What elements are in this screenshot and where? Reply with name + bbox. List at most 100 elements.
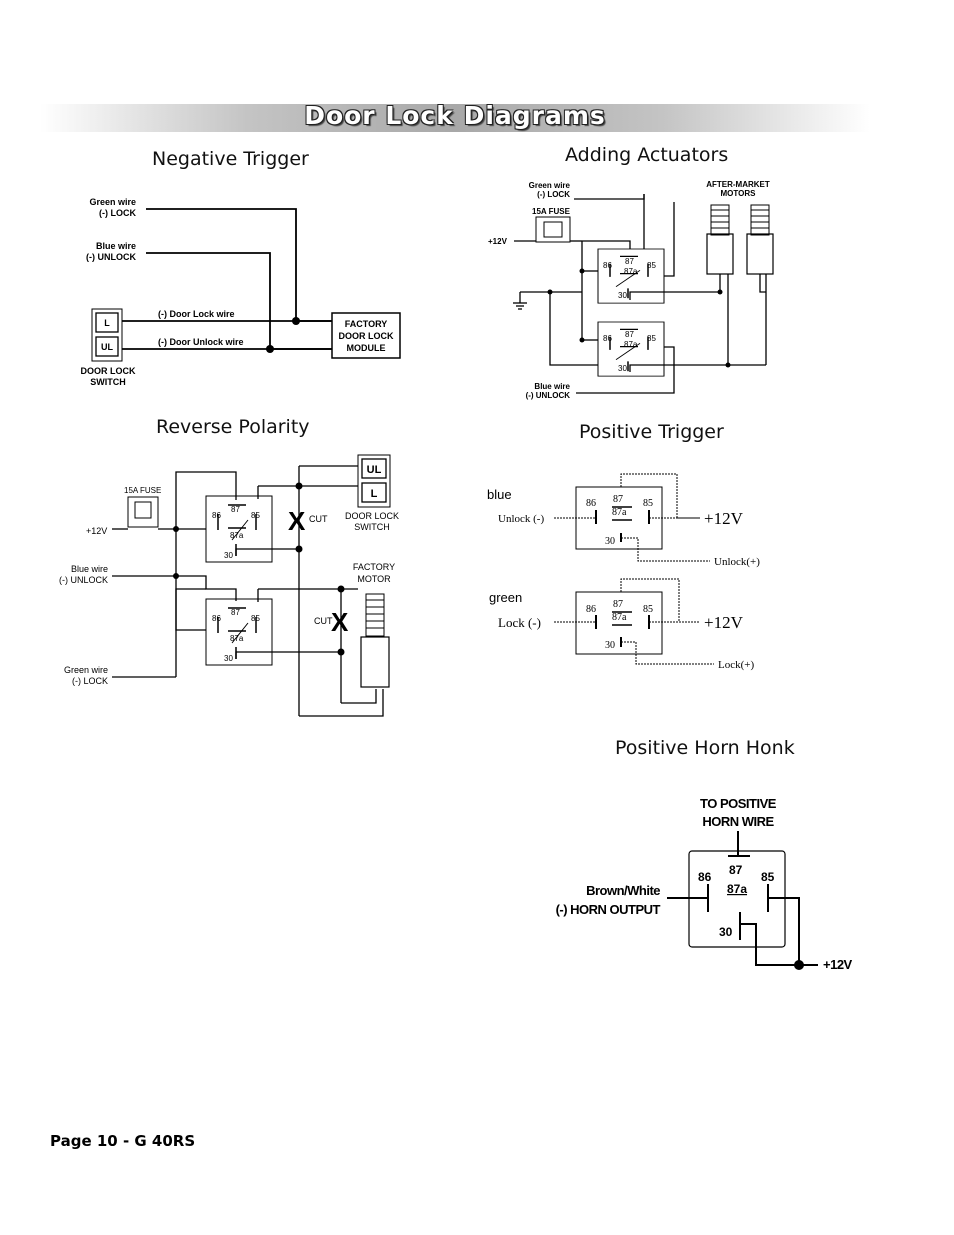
nt-door-lock-wire-label: (-) Door Lock wire — [158, 309, 235, 319]
ph-relay-87a: 87a — [727, 882, 747, 896]
pt-r2-85: 85 — [643, 604, 653, 615]
aa-blue-wire-label: Blue wire — [534, 382, 570, 391]
rp-switch-line2: SWITCH — [354, 522, 390, 532]
ph-plus12-label: +12V — [823, 957, 853, 972]
rp-cut-label-1: CUT — [309, 514, 328, 524]
aa-r1-87a: 87a — [624, 267, 638, 276]
nt-module-line3: MODULE — [347, 343, 386, 353]
nt-module-line2: DOOR LOCK — [339, 331, 394, 341]
aa-r1-87: 87 — [625, 257, 634, 266]
nt-switch-line1: DOOR LOCK — [81, 366, 136, 376]
pt-r1-30: 30 — [605, 536, 615, 547]
pt-r2-87a: 87a — [612, 612, 627, 623]
pt-lock-pos-label: Lock(+) — [718, 659, 754, 671]
aa-plus12-label: +12V — [488, 237, 508, 246]
rp-plus12-label: +12V — [86, 526, 107, 536]
rp-motor-line2: MOTOR — [357, 574, 391, 584]
aa-r2-85: 85 — [647, 334, 656, 343]
aa-fuse — [535, 216, 571, 243]
aa-r1-30: 30 — [618, 291, 627, 300]
nt-blue-wire-label: Blue wire — [96, 241, 136, 251]
rp-r2-30: 30 — [224, 654, 233, 663]
aa-motors-line1: AFTER-MARKET — [706, 180, 770, 189]
adding-actuators-title: Adding Actuators — [565, 144, 729, 166]
nt-factory-module-box — [331, 312, 401, 359]
positive-trigger-title: Positive Trigger — [579, 421, 724, 443]
ph-to-line1: TO POSITIVE — [700, 796, 777, 811]
positive-trigger-diagram: blue 86 87 87a 85 30 Unlock (-) +12V Unl… — [487, 473, 760, 671]
pt-lock-neg-label: Lock (-) — [498, 615, 541, 630]
nt-module-line1: FACTORY — [345, 319, 388, 329]
rp-cut-label-2: CUT — [314, 616, 333, 626]
aa-r2-87: 87 — [625, 330, 634, 339]
rp-unlock-label: (-) UNLOCK — [59, 575, 108, 585]
ph-relay-87: 87 — [729, 863, 743, 877]
positive-horn-honk-diagram: TO POSITIVE HORN WIRE 86 87 87a 85 30 Br… — [556, 796, 853, 972]
aa-r2-30: 30 — [618, 364, 627, 373]
nt-door-unlock-wire-label: (-) Door Unlock wire — [158, 337, 244, 347]
rp-r2-87: 87 — [231, 608, 240, 617]
nt-switch-ul: UL — [101, 342, 113, 352]
aa-r2-86: 86 — [603, 334, 612, 343]
nt-unlock-label: (-) UNLOCK — [86, 252, 136, 262]
pt-green-label: green — [489, 590, 522, 605]
page-title: Door Lock Diagrams — [304, 101, 606, 130]
ph-relay-85: 85 — [761, 870, 775, 884]
rp-r1-85: 85 — [251, 511, 260, 520]
positive-horn-honk-title: Positive Horn Honk — [615, 737, 795, 759]
aa-motor-1 — [706, 204, 734, 275]
pt-r2-30: 30 — [605, 640, 615, 651]
aa-green-wire-label: Green wire — [529, 181, 571, 190]
rp-lock-label: (-) LOCK — [72, 676, 108, 686]
pt-r1-86: 86 — [586, 498, 596, 509]
pt-unlock-pos-label: Unlock(+) — [714, 556, 760, 568]
reverse-polarity-title: Reverse Polarity — [156, 416, 310, 438]
rp-r1-86: 86 — [212, 511, 221, 520]
rp-switch-l: L — [371, 488, 378, 500]
pt-r2-87: 87 — [613, 599, 623, 610]
nt-switch-line2: SWITCH — [90, 377, 126, 387]
title-banner — [40, 104, 870, 132]
aa-motors-line2: MOTORS — [721, 189, 757, 198]
rp-cut-x-1: X — [288, 506, 306, 536]
rp-r1-30: 30 — [224, 551, 233, 560]
nt-switch-l: L — [104, 318, 110, 328]
ph-relay-30: 30 — [719, 925, 733, 939]
aa-r2-87a: 87a — [624, 340, 638, 349]
pt-blue-label: blue — [487, 487, 512, 502]
rp-r2-85: 85 — [251, 614, 260, 623]
pt-unlock-neg-label: Unlock (-) — [498, 513, 544, 525]
adding-actuators-diagram: Green wire (-) LOCK 15A FUSE +12V AFTER-… — [488, 180, 774, 400]
rp-switch-line1: DOOR LOCK — [345, 511, 399, 521]
pt-plus12-1: +12V — [704, 509, 744, 528]
aa-unlock-label: (-) UNLOCK — [526, 391, 571, 400]
rp-r2-87a: 87a — [230, 634, 244, 643]
pt-r2-86: 86 — [586, 604, 596, 615]
reverse-polarity-diagram: 15A FUSE +12V Blue wire (-) UNLOCK Green… — [59, 454, 399, 717]
aa-lock-label: (-) LOCK — [537, 190, 570, 199]
rp-motor-line1: FACTORY — [353, 562, 395, 572]
negative-trigger-title: Negative Trigger — [152, 148, 309, 170]
negative-trigger-diagram: Green wire (-) LOCK Blue wire (-) UNLOCK… — [81, 197, 401, 387]
pt-relay-2 — [575, 591, 663, 655]
rp-fuse-label: 15A FUSE — [124, 486, 161, 495]
aa-r1-85: 85 — [647, 261, 656, 270]
nt-lock-label: (-) LOCK — [99, 208, 136, 218]
page-footer: Page 10 - G 40RS — [50, 1132, 196, 1150]
ph-relay-86: 86 — [698, 870, 712, 884]
pt-r1-87a: 87a — [612, 507, 627, 518]
rp-cut-x-2: X — [331, 607, 349, 637]
pt-plus12-2: +12V — [704, 613, 744, 632]
rp-r1-87: 87 — [231, 505, 240, 514]
rp-blue-wire-label: Blue wire — [71, 564, 108, 574]
aa-fuse-label: 15A FUSE — [532, 207, 571, 216]
rp-switch-ul: UL — [367, 464, 382, 476]
ph-brown-white-label: Brown/White — [586, 883, 660, 898]
rp-green-wire-label: Green wire — [64, 665, 108, 675]
aa-motor-2 — [746, 204, 774, 275]
aa-r1-86: 86 — [603, 261, 612, 270]
pt-r1-85: 85 — [643, 498, 653, 509]
rp-r1-87a: 87a — [230, 531, 244, 540]
rp-factory-motor — [360, 593, 390, 688]
